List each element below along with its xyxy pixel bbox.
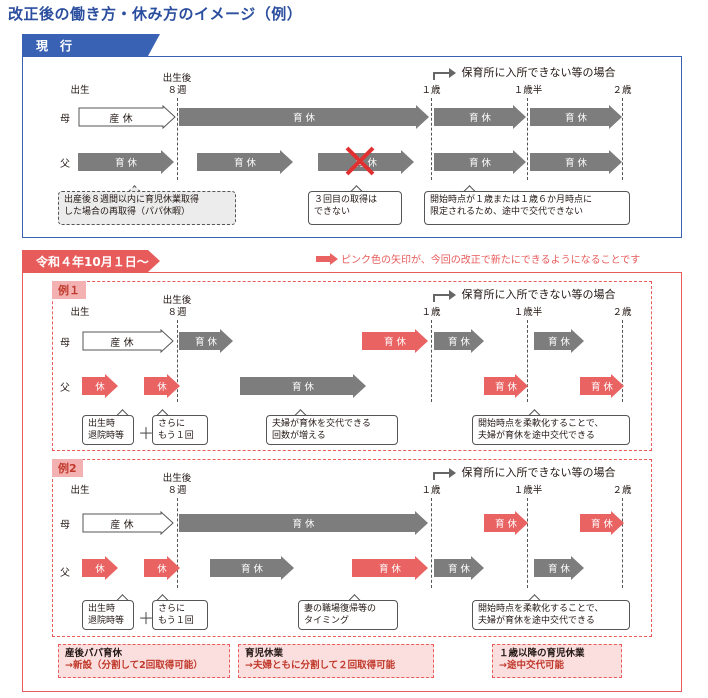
maternity-leave-arrow: 産 休 [82, 329, 174, 353]
age2-label: ２歳 [612, 85, 632, 96]
divider-8w [177, 98, 178, 180]
revised-ribbon: 令和４年10月１日～ [22, 250, 160, 272]
pink-arrow-note: ピンク色の矢印が、今回の改正で新たにできるようになることです [316, 251, 640, 266]
divider-1-5y [527, 498, 528, 588]
example2-tag: 例2 [52, 459, 83, 477]
nursery-label: 保育所に入所できない等の場合 [461, 466, 616, 479]
summary-title: 育児休業 [245, 648, 284, 659]
one-more-callout: さらに もう１回 [152, 415, 208, 445]
divider-2y [622, 498, 623, 588]
mother-childcare-pink-arrow: 育 休 [362, 329, 428, 353]
divider-1y [431, 98, 432, 180]
nursery-label: 保育所に入所できない等の場合 [461, 66, 616, 79]
plus-sign: ＋ [138, 609, 155, 628]
birth-discharge-callout: 出生時 退院時等 [82, 600, 134, 630]
mother-label: 母 [60, 338, 70, 349]
father-label: 父 [60, 159, 70, 170]
mother-childcare-arrow: 育 休 [179, 511, 428, 535]
maternity-label: 産 休 [110, 337, 134, 349]
nursery-label: 保育所に入所できない等の場合 [461, 288, 616, 301]
divider-1y [431, 320, 432, 402]
birth-discharge-callout: 出生時 退院時等 [82, 415, 134, 445]
after-birth-label: 出生後 [162, 473, 192, 484]
summary-detail: →夫婦ともに分割して２回取得可能 [245, 660, 396, 671]
divider-8w [177, 320, 178, 402]
age1half-label: １歳半 [513, 485, 543, 496]
couple-swap-callout: 夫婦が育休を交代できる 回数が増える [266, 415, 398, 445]
flexible-start-callout: 開始時点を柔軟化することで、 夫婦が育休を途中交代できる [472, 600, 630, 630]
note-text: ピンク色の矢印が、今回の改正で新たにできるようになることです [341, 255, 641, 266]
mother-extension1-arrow: 育 休 [434, 105, 526, 129]
cross-icon [345, 146, 375, 176]
page-title: 改正後の働き方・休み方のイメージ（例） [8, 5, 303, 23]
father-childcare-arrow: 育 休 [240, 374, 366, 398]
weeks8-label: ８週 [167, 485, 187, 496]
example1-tag: 例１ [52, 281, 86, 299]
bent-arrow-icon [433, 468, 456, 480]
summary-after-1y: １歳以降の育児休業 →途中交代可能 [492, 644, 622, 678]
nursery-note: 保育所に入所できない等の場合 [432, 464, 616, 481]
maternity-leave-arrow: 産 休 [78, 105, 176, 129]
divider-2y [622, 98, 623, 180]
mother-extension2-arrow: 育 休 [530, 105, 622, 129]
mother-childcare-arrow: 育 休 [179, 329, 233, 353]
weeks8-label: ８週 [167, 85, 187, 96]
age1half-label: １歳半 [513, 307, 543, 318]
father-papa-leave-arrow: 育 休 [78, 150, 174, 174]
papa-leave-callout: 出産後８週間以内に育児休業取得 した場合の再取得（パパ休暇） [58, 191, 236, 225]
summary-title: １歳以降の育児休業 [499, 648, 585, 659]
after-birth-label: 出生後 [162, 295, 192, 306]
summary-title: 産後パパ育休 [65, 648, 123, 659]
bent-arrow-icon [433, 290, 456, 302]
father-label: 父 [60, 383, 70, 394]
nursery-note: 保育所に入所できない等の場合 [432, 64, 616, 81]
limited-start-callout: 開始時点が１歳または１歳６か月時点に 限定されるため、途中で交代できない [424, 191, 630, 225]
mother-label: 母 [60, 114, 70, 125]
after-birth-label: 出生後 [162, 73, 192, 84]
divider-1y [431, 498, 432, 588]
example1-panel [52, 281, 652, 451]
divider-8w [177, 498, 178, 588]
father-childcare-arrow: 育 休 [210, 556, 294, 580]
mother-label: 母 [60, 520, 70, 531]
birth-label: 出生 [70, 307, 90, 318]
birth-label: 出生 [70, 85, 90, 96]
current-panel [22, 56, 682, 238]
mother-childcare-arrow: 育 休 [179, 105, 429, 129]
nursery-note: 保育所に入所できない等の場合 [432, 286, 616, 303]
age1-label: １歳 [421, 307, 441, 318]
maternity-label: 産 休 [109, 113, 133, 125]
divider-1-5y [527, 98, 528, 180]
age1-label: １歳 [421, 485, 441, 496]
summary-detail: →新設（分割して2回取得可能） [65, 660, 203, 671]
current-ribbon: 現 行 [22, 34, 160, 56]
father-extension1-arrow: 育 休 [434, 150, 526, 174]
age1-label: １歳 [421, 85, 441, 96]
birth-label: 出生 [70, 485, 90, 496]
age2-label: ２歳 [612, 485, 632, 496]
summary-papa-leave: 産後パパ育休 →新設（分割して2回取得可能） [58, 644, 230, 678]
wife-return-callout: 妻の職場復帰等の タイミング [298, 600, 398, 630]
summary-detail: →途中交代可能 [499, 660, 564, 671]
flexible-start-callout: 開始時点を柔軟化することで、 夫婦が育休を途中交代できる [472, 415, 630, 445]
summary-childcare-leave: 育児休業 →夫婦ともに分割して２回取得可能 [238, 644, 434, 678]
divider-1-5y [527, 320, 528, 402]
age2-label: ２歳 [612, 307, 632, 318]
father-label: 父 [60, 568, 70, 579]
father-extension2-arrow: 育 休 [530, 150, 622, 174]
bent-arrow-icon [433, 68, 456, 80]
example2-panel [52, 459, 652, 637]
father-childcare-arrow: 育 休 [197, 150, 293, 174]
maternity-leave-arrow: 産 休 [82, 511, 174, 535]
weeks8-label: ８週 [167, 307, 187, 318]
revised-panel [22, 272, 682, 692]
maternity-label: 産 休 [110, 519, 134, 531]
plus-sign: ＋ [138, 424, 155, 443]
father-childcare-pink-arrow: 育 休 [352, 556, 428, 580]
age1half-label: １歳半 [513, 85, 543, 96]
one-more-callout: さらに もう１回 [152, 600, 208, 630]
third-time-callout: ３回目の取得は できない [308, 191, 402, 225]
pink-arrow-icon [316, 252, 338, 265]
divider-2y [622, 320, 623, 402]
